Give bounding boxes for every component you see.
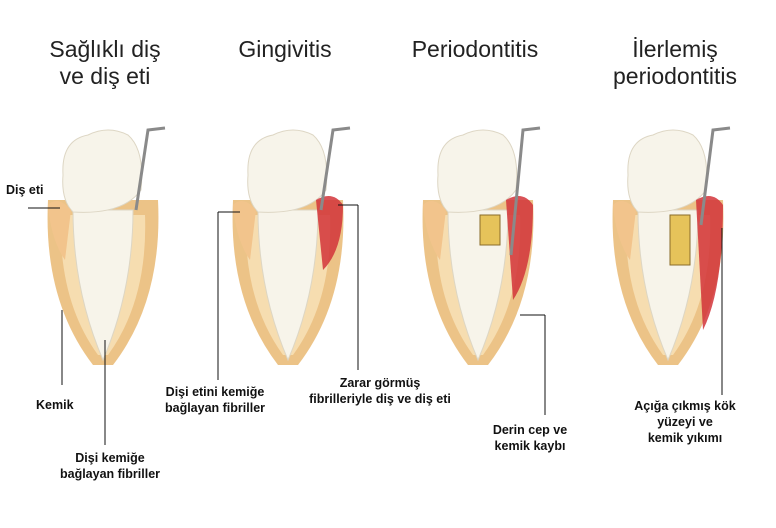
inflamed-gum [696, 196, 723, 330]
tooth-crown [437, 129, 518, 213]
gum-left [233, 201, 256, 260]
periodontal-probe [699, 126, 731, 226]
stage-title-periodontitis: Periodontitis [411, 36, 539, 62]
periodontal-probe [134, 126, 166, 211]
gum-left [423, 201, 446, 260]
label-bone: Kemik [36, 398, 74, 412]
tooth-crown [627, 129, 708, 213]
label-gum: Diş eti [6, 183, 44, 197]
tooth-root [257, 209, 319, 362]
periodontal-probe [509, 126, 541, 256]
tooth-crown [62, 129, 143, 213]
gum-left [613, 201, 636, 260]
stage-title-gingivitis: Gingivitis [238, 36, 332, 62]
tooth-root [72, 209, 134, 362]
gum-left [48, 201, 71, 260]
tartar [479, 214, 501, 246]
tooth-crown [247, 129, 328, 213]
periodontal-probe [319, 126, 351, 211]
inflamed-gum [316, 196, 343, 270]
tartar [669, 214, 691, 266]
tooth-root [447, 209, 509, 362]
